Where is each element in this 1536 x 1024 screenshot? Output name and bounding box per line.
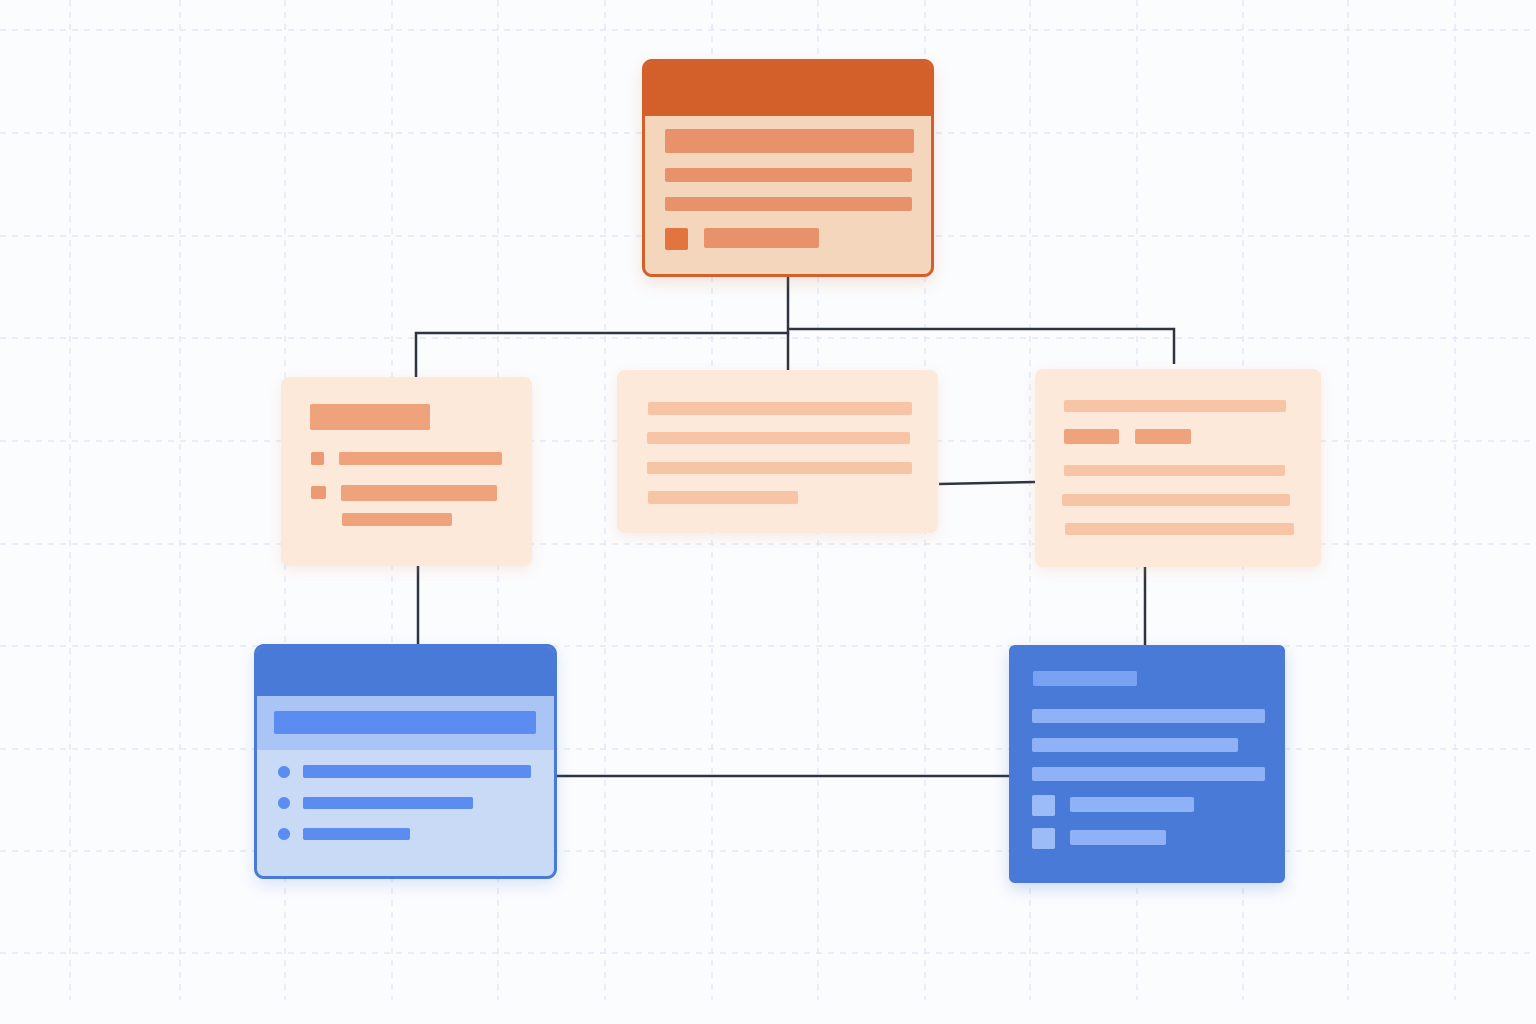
bottom-left-node-card[interactable]: [254, 644, 557, 879]
left-node-bullet-icon: [311, 452, 324, 465]
bullet-dot-icon: [278, 828, 290, 840]
left-node-line-placeholder: [341, 485, 497, 501]
top-node-line-placeholder: [704, 228, 819, 248]
right-node-line-placeholder: [1062, 494, 1290, 506]
right-node-tag-placeholder: [1064, 429, 1119, 444]
center-node-card[interactable]: [617, 370, 938, 533]
top-node-square-icon: [665, 228, 688, 250]
left-node-card[interactable]: [281, 377, 532, 566]
center-node-line-placeholder: [648, 402, 912, 415]
bottom-left-node-line-placeholder: [303, 765, 531, 778]
bullet-dot-icon: [278, 797, 290, 809]
bottom-left-node-title-placeholder: [274, 711, 536, 734]
left-node-title-placeholder: [310, 404, 430, 430]
connector-top-to-left: [414, 277, 790, 377]
right-node-card[interactable]: [1035, 369, 1321, 567]
top-node-title-placeholder: [665, 129, 914, 153]
bottom-right-node-square-icon: [1032, 795, 1055, 816]
right-node-line-placeholder: [1064, 400, 1286, 412]
right-node-tag-placeholder: [1135, 429, 1191, 444]
connectors: [414, 277, 1176, 778]
center-node-line-placeholder: [647, 432, 910, 444]
connector-top-to-right: [788, 327, 1176, 364]
bottom-right-node-title-placeholder: [1033, 671, 1137, 686]
left-node-line-placeholder: [342, 513, 452, 526]
bottom-left-node-line-placeholder: [303, 797, 473, 809]
left-node-bullet-icon: [311, 486, 326, 499]
connector-center-to-right: [938, 480, 1036, 486]
top-node-line-placeholder: [665, 168, 912, 182]
bottom-right-node-line-placeholder: [1032, 738, 1238, 752]
center-node-line-placeholder: [648, 491, 798, 504]
top-node-line-placeholder: [665, 197, 912, 211]
bottom-left-node-line-placeholder: [303, 828, 410, 840]
bottom-right-node-line-placeholder: [1070, 797, 1194, 812]
top-node-header: [645, 62, 931, 116]
bottom-right-node-square-icon: [1032, 828, 1055, 849]
right-node-line-placeholder: [1064, 465, 1285, 476]
bullet-dot-icon: [278, 766, 290, 778]
bottom-left-node-header: [257, 647, 554, 696]
bottom-right-node-line-placeholder: [1070, 830, 1166, 845]
top-node-card[interactable]: [642, 59, 934, 277]
bottom-right-node-line-placeholder: [1032, 767, 1265, 781]
left-node-line-placeholder: [339, 452, 502, 465]
bottom-right-node-card[interactable]: [1009, 645, 1285, 883]
right-node-line-placeholder: [1065, 523, 1294, 535]
bottom-right-node-line-placeholder: [1032, 709, 1265, 723]
center-node-line-placeholder: [647, 462, 912, 474]
